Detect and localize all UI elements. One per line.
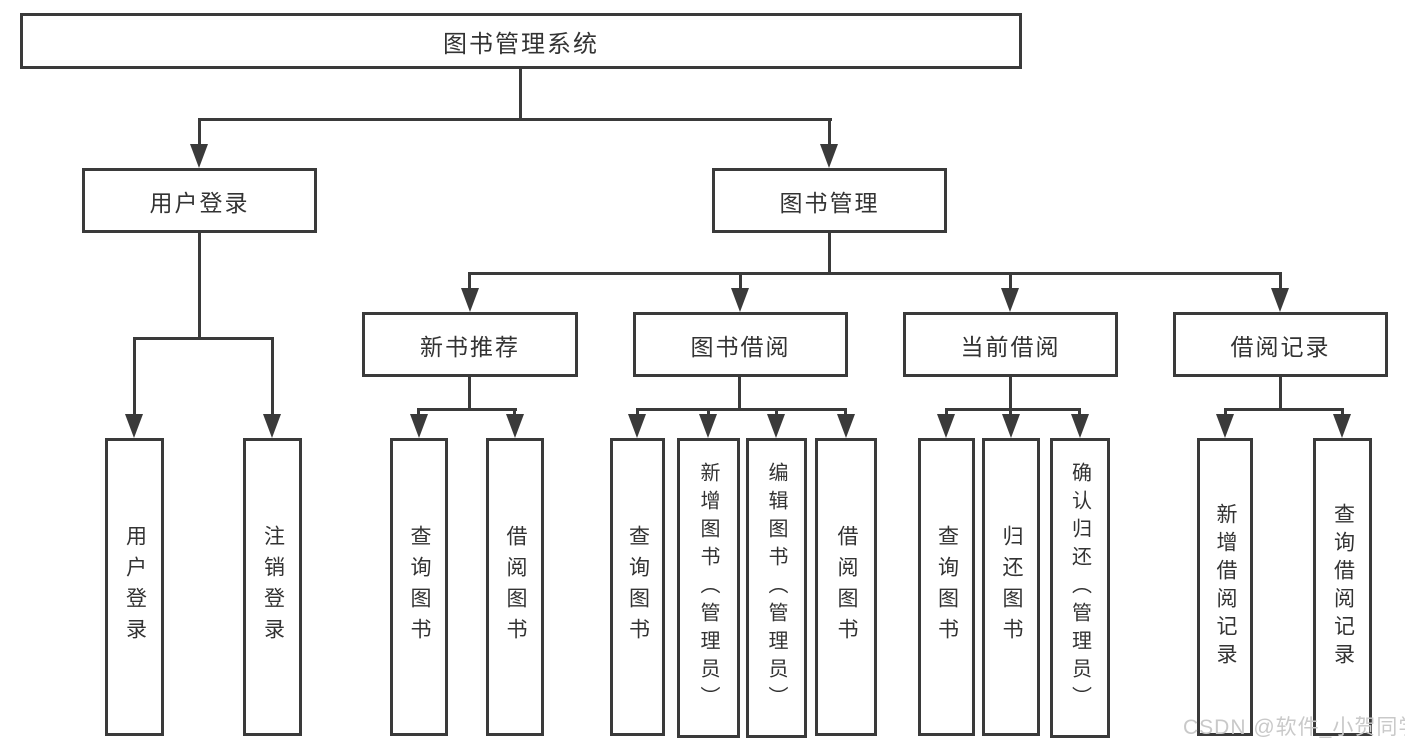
leaf-cb-return-books: 归还图书: [982, 438, 1040, 736]
arrowhead-to-bb-borrow: [837, 414, 855, 438]
arrowhead-to-bb-add: [699, 414, 717, 438]
connector-root-left-drop: [198, 118, 201, 146]
node-label: 新书推荐: [420, 333, 520, 360]
node-label: 图书管理: [779, 189, 880, 216]
arrowhead-to-br-add: [1216, 414, 1234, 438]
connector-root-hbar: [198, 118, 832, 121]
connector-bookborrow-stem: [738, 377, 741, 411]
node-label: 新增借阅记录: [1214, 503, 1237, 671]
node-label: 用户登录: [149, 189, 250, 216]
node-book-borrowing: 图书借阅: [633, 312, 848, 377]
node-new-book-recommendation: 新书推荐: [362, 312, 578, 377]
connector-currentborrow-stem: [1009, 377, 1012, 411]
arrowhead-to-book-management: [820, 144, 838, 168]
connector-bookborrow-drop-3: [775, 408, 778, 418]
connector-userlogin-stem: [198, 233, 201, 340]
connector-bookmgmt-drop-3: [1009, 272, 1012, 292]
connector-bookmgmt-hbar: [468, 272, 1282, 275]
arrowhead-to-cb-confirm: [1071, 414, 1089, 438]
arrowhead-to-nb-borrow: [506, 414, 524, 438]
connector-newbook-drop-1: [417, 408, 420, 418]
arrowhead-to-borrow-record: [1271, 288, 1289, 312]
arrowhead-to-new-book: [461, 288, 479, 312]
connector-newbook-hbar: [417, 408, 517, 411]
leaf-nb-query-books: 查询图书: [390, 438, 448, 736]
leaf-nb-borrow-books: 借阅图书: [486, 438, 544, 736]
leaf-cb-query-books: 查询图书: [918, 438, 975, 736]
connector-borrowrecord-hbar: [1224, 408, 1344, 411]
connector-currentborrow-drop-2: [1009, 408, 1012, 418]
connector-borrowrecord-drop-1: [1224, 408, 1227, 418]
connector-currentborrow-drop-1: [945, 408, 948, 418]
node-borrowing-records: 借阅记录: [1173, 312, 1388, 377]
connector-userlogin-drop-1: [133, 337, 136, 416]
node-label: 确认归还（管理员）: [1068, 462, 1091, 714]
node-label: 借阅记录: [1230, 333, 1331, 360]
connector-currentborrow-hbar: [945, 408, 1081, 411]
connector-root-stem: [519, 69, 522, 121]
node-label: 查询图书: [408, 525, 431, 649]
connector-userlogin-hbar: [133, 337, 274, 340]
node-label: 图书管理系统: [443, 30, 599, 58]
connector-bookmgmt-stem: [828, 233, 831, 275]
arrowhead-to-br-query: [1333, 414, 1351, 438]
node-label: 归还图书: [1000, 525, 1023, 649]
arrowhead-to-bb-edit: [767, 414, 785, 438]
node-label: 借阅图书: [835, 525, 858, 649]
connector-currentborrow-drop-3: [1078, 408, 1081, 418]
node-label: 借阅图书: [504, 525, 527, 649]
node-label: 查询借阅记录: [1331, 503, 1355, 671]
connector-bookborrow-drop-4: [844, 408, 847, 418]
connector-root-right-drop: [828, 118, 831, 146]
leaf-bb-add-books-admin: 新增图书（管理员）: [677, 438, 740, 738]
leaf-cb-confirm-return-admin: 确认归还（管理员）: [1050, 438, 1110, 738]
connector-newbook-drop-2: [513, 408, 516, 418]
connector-bookmgmt-drop-2: [739, 272, 742, 292]
connector-bookborrow-hbar: [636, 408, 847, 411]
node-label: 查询图书: [626, 525, 650, 649]
connector-bookmgmt-drop-1: [468, 272, 471, 292]
connector-bookborrow-drop-1: [636, 408, 639, 418]
node-user-login: 用户登录: [82, 168, 317, 233]
arrowhead-to-cb-return: [1002, 414, 1020, 438]
leaf-bb-borrow-books: 借阅图书: [815, 438, 877, 736]
leaf-bb-edit-books-admin: 编辑图书（管理员）: [746, 438, 807, 738]
leaf-bb-query-books: 查询图书: [610, 438, 665, 736]
leaf-logout: 注销登录: [243, 438, 302, 736]
arrowhead-to-bb-query: [628, 414, 646, 438]
arrowhead-to-user-login: [190, 144, 208, 168]
connector-borrowrecord-drop-2: [1341, 408, 1344, 418]
node-label: 查询图书: [935, 525, 959, 649]
arrowhead-to-cb-query: [937, 414, 955, 438]
arrowhead-to-leaf-user-login: [125, 414, 143, 438]
node-library-management-system: 图书管理系统: [20, 13, 1022, 69]
node-label: 编辑图书（管理员）: [765, 462, 787, 714]
leaf-user-login: 用户登录: [105, 438, 164, 736]
node-label: 当前借阅: [960, 333, 1061, 360]
arrowhead-to-leaf-logout: [263, 414, 281, 438]
arrowhead-to-book-borrow: [731, 288, 749, 312]
csdn-watermark: CSDN @软件_小贺同学: [1183, 716, 1405, 739]
node-label: 用户登录: [123, 525, 147, 649]
node-book-management: 图书管理: [712, 168, 947, 233]
node-label: 新增图书（管理员）: [697, 462, 719, 714]
arrowhead-to-current-borrow: [1001, 288, 1019, 312]
arrowhead-to-nb-query: [410, 414, 428, 438]
connector-borrowrecord-stem: [1279, 377, 1282, 411]
connector-userlogin-drop-2: [271, 337, 274, 416]
node-label: 注销登录: [261, 525, 285, 649]
node-label: 图书借阅: [690, 333, 791, 360]
connector-bookmgmt-drop-4: [1279, 272, 1282, 292]
connector-newbook-stem: [468, 377, 471, 411]
connector-bookborrow-drop-2: [707, 408, 710, 418]
leaf-br-add-borrow-record: 新增借阅记录: [1197, 438, 1253, 736]
node-current-borrowing: 当前借阅: [903, 312, 1118, 377]
leaf-br-query-borrow-record: 查询借阅记录: [1313, 438, 1372, 736]
